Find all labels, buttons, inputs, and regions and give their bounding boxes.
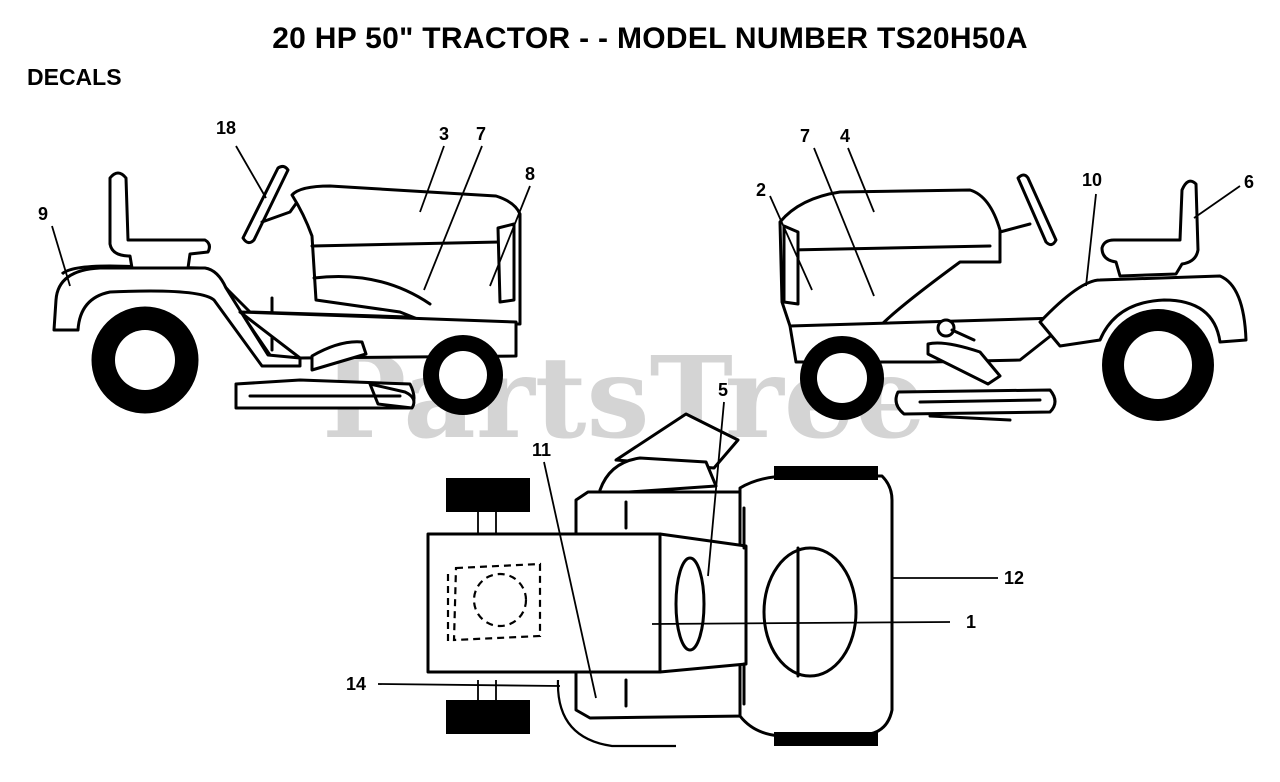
callout-1: 1 [966,612,976,632]
callout-18: 18 [216,118,236,138]
callout-7-right: 7 [800,126,810,146]
callout-12: 12 [1004,568,1024,588]
section-label: DECALS [27,64,122,90]
callout-6: 6 [1244,172,1254,192]
tractor-right-view [778,173,1248,422]
callout-8: 8 [525,164,535,184]
callout-4: 4 [840,126,850,146]
callout-14: 14 [346,674,366,694]
tractor-left-view [52,164,522,415]
callout-10: 10 [1082,170,1102,190]
tractor-top-view [426,412,894,748]
callout-labels: 18 3 7 8 9 7 4 2 10 6 5 11 12 1 14 [38,118,1254,694]
page-title: 20 HP 50" TRACTOR - - MODEL NUMBER TS20H… [272,22,1028,55]
leader-lines [51,145,1241,699]
callout-11: 11 [532,440,551,460]
callout-5: 5 [718,380,728,400]
callout-9: 9 [38,204,48,224]
callout-3: 3 [439,124,449,144]
callout-7-left: 7 [476,124,486,144]
callout-2: 2 [756,180,766,200]
